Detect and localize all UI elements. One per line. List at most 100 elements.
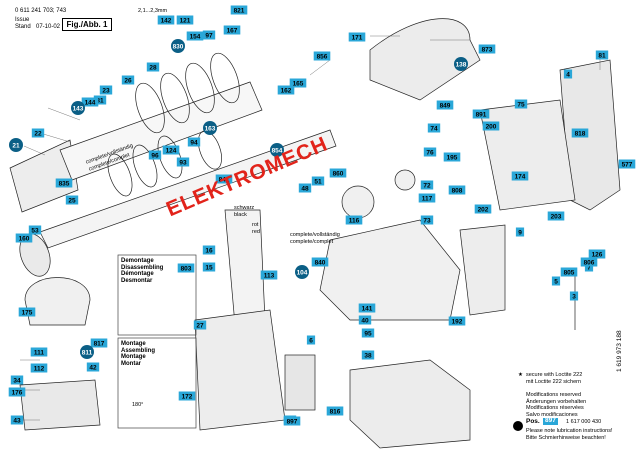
callout-badge-74 [427, 123, 441, 133]
part-number: 0 611 241 703; 743 [15, 8, 67, 14]
callout-number-124: 124 [166, 147, 177, 154]
callout-116: 116 [345, 215, 363, 225]
callout-badge-897 [283, 416, 301, 426]
callout-badge-93 [176, 157, 190, 167]
callout-143: 143 [71, 101, 85, 115]
callout-number-121: 121 [180, 17, 191, 24]
callout-badge-143 [71, 101, 85, 115]
callout-number-6: 6 [309, 337, 313, 344]
callout-number-74: 74 [430, 125, 438, 132]
callout-number-860: 860 [333, 170, 344, 177]
callout-badge-43 [10, 415, 24, 425]
callout-144: 144 [81, 97, 99, 107]
callout-104: 104 [295, 265, 309, 279]
callout-badge-144 [81, 97, 99, 107]
callout-number-5: 5 [554, 278, 558, 285]
callout-6: 6 [306, 335, 316, 345]
chuck-sleeve [9, 139, 79, 213]
callout-badge-38 [361, 350, 375, 360]
callout-number-53: 53 [31, 227, 39, 234]
callout-40: 40 [358, 315, 372, 325]
callout-number-96: 96 [151, 152, 159, 159]
callout-number-174: 174 [515, 173, 526, 180]
pos-number: 897 [543, 417, 558, 425]
callout-841: 841 [215, 174, 233, 184]
callout-number-38: 38 [364, 352, 372, 359]
callout-number-34: 34 [13, 377, 21, 384]
callout-badge-81 [595, 50, 609, 60]
callout-badge-175 [18, 307, 36, 317]
callout-badge-163 [203, 121, 217, 135]
motor-housing-rear [479, 99, 576, 211]
callout-badge-154 [186, 31, 204, 41]
callout-number-76: 76 [426, 149, 434, 156]
assembly-panel [117, 337, 197, 429]
callout-171: 171 [348, 32, 366, 42]
callout-577: 577 [618, 159, 636, 169]
callout-860: 860 [329, 168, 347, 178]
loctite-note-de: mit Loctite 222 sichern [526, 379, 582, 385]
callout-number-97: 97 [205, 32, 213, 39]
callout-badge-167 [223, 25, 241, 35]
callout-number-821: 821 [234, 7, 245, 14]
callout-81: 81 [595, 50, 609, 60]
callout-badge-16 [202, 245, 216, 255]
pos-label: Pos. [526, 418, 540, 425]
callout-number-21: 21 [12, 142, 20, 149]
callout-badge-849 [436, 100, 454, 110]
callout-4: 4 [563, 69, 573, 79]
callout-badge-53 [28, 225, 42, 235]
callout-number-154: 154 [190, 33, 201, 40]
callout-number-817: 817 [94, 340, 105, 347]
callout-number-16: 16 [205, 247, 213, 254]
callout-number-81: 81 [598, 52, 606, 59]
callout-200: 200 [482, 121, 500, 131]
measure-label: 2,1...2,3mm [138, 8, 168, 14]
ring-set-upper [135, 82, 165, 134]
callout-badge-117 [418, 193, 436, 203]
callout-856: 856 [313, 51, 331, 61]
callout-31: 31 [93, 95, 107, 105]
callout-number-811: 811 [82, 349, 93, 356]
callout-25: 25 [65, 195, 79, 205]
callout-891: 891 [472, 109, 490, 119]
callout-number-142: 142 [161, 17, 172, 24]
callout-badge-160 [15, 233, 33, 243]
callout-badge-25 [65, 195, 79, 205]
callout-number-116: 116 [349, 217, 360, 224]
callout-number-806: 806 [584, 259, 595, 266]
callout-number-4: 4 [566, 71, 570, 78]
callout-badge-821 [230, 5, 248, 15]
loctite-note-en: secure with Loctite 222 [526, 372, 583, 378]
callout-number-891: 891 [476, 111, 487, 118]
callout-816: 816 [326, 406, 344, 416]
callout-number-165: 165 [293, 80, 304, 87]
callout-badge-22 [31, 128, 45, 138]
callout-192: 192 [448, 316, 466, 326]
callout-22: 22 [31, 128, 45, 138]
callout-badge-21 [9, 138, 23, 152]
callout-number-171: 171 [352, 34, 363, 41]
callout-badge-891 [472, 109, 490, 119]
callout-badge-172 [178, 391, 196, 401]
callout-badge-816 [326, 406, 344, 416]
callout-badge-94 [187, 137, 201, 147]
callout-3: 3 [569, 291, 579, 301]
callout-number-23: 23 [102, 87, 110, 94]
document-number: 1 619 973 188 [616, 330, 623, 372]
callout-badge-76 [423, 147, 437, 157]
callout-number-25: 25 [68, 197, 76, 204]
callout-74: 74 [427, 123, 441, 133]
callout-number-31: 31 [96, 97, 104, 104]
issue-label-en: Issue [15, 17, 30, 23]
callout-number-577: 577 [622, 161, 633, 168]
callout-badge-73 [420, 215, 434, 225]
callout-163: 163 [203, 121, 217, 135]
callout-number-111: 111 [34, 349, 45, 356]
callout-number-94: 94 [190, 139, 198, 146]
callout-number-203: 203 [551, 213, 562, 220]
callout-badge-104 [295, 265, 309, 279]
callout-97: 97 [202, 30, 216, 40]
callout-849: 849 [436, 100, 454, 110]
callout-badge-34 [10, 375, 24, 385]
